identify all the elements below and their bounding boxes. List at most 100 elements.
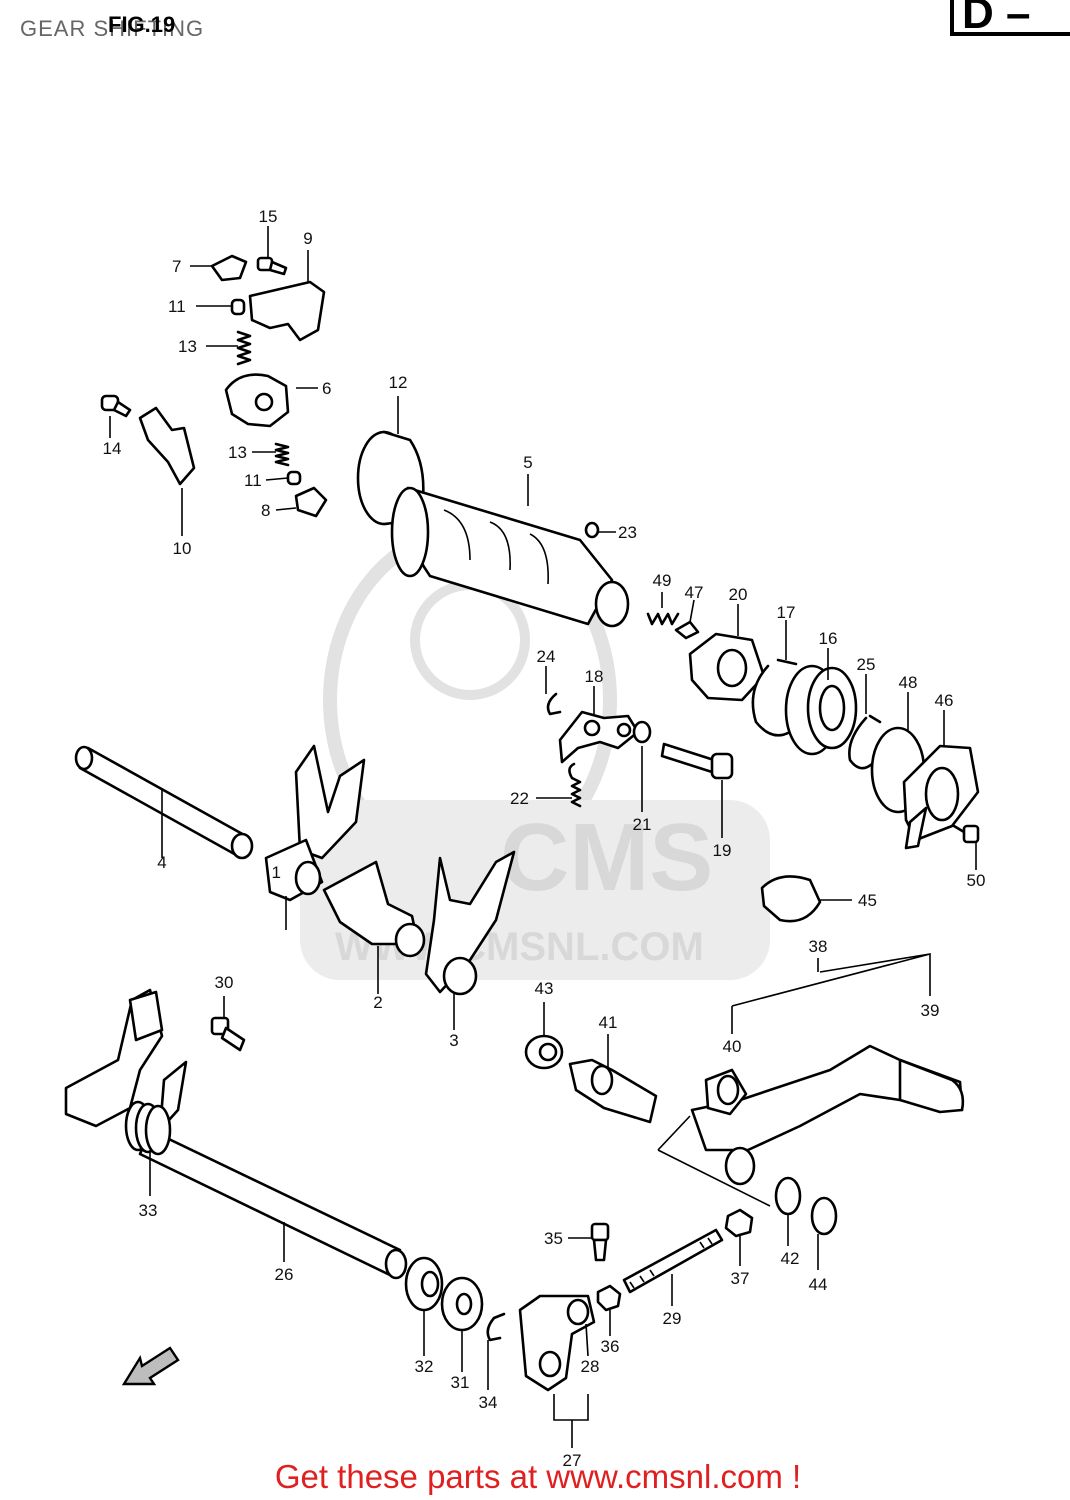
part-41-pivot-bolt [568,1058,658,1124]
callout-9: 9 [303,229,312,248]
part-22-spring [568,762,582,808]
callout-15: 15 [259,207,278,226]
callout-42: 42 [781,1249,800,1268]
part-50-bolt [952,824,980,844]
diagram-title: GEAR SHIFTING [20,16,204,41]
callout-1: 1 [272,863,281,882]
callout-6: 6 [322,379,331,398]
part-4-shaft [74,745,254,860]
part-5-shift-drum [390,486,630,628]
callout-25: 25 [857,655,876,674]
callout-11-a: 11 [168,297,186,316]
part-34-clip [486,1312,506,1342]
callout-labels: 1 2 3 4 5 6 7 8 9 10 11 11 12 13 13 14 1… [103,207,986,1470]
callout-47: 47 [685,583,704,602]
callout-7: 7 [172,257,181,276]
callout-20: 20 [729,585,748,604]
callout-46: 46 [935,691,954,710]
part-31-washer [440,1276,484,1332]
callout-16: 16 [819,629,838,648]
part-20-cam [688,632,766,702]
callout-32: 32 [415,1357,434,1376]
callout-28: 28 [581,1357,600,1376]
callout-26: 26 [275,1265,294,1284]
callout-8: 8 [261,501,270,520]
part-8-stopper [294,486,328,518]
part-44-washer [810,1196,838,1236]
callout-40: 40 [723,1037,742,1056]
watermark-logo: CMS [500,804,713,911]
callout-44: 44 [809,1275,828,1294]
callout-34: 34 [479,1393,498,1412]
part-18-shift-arm [558,710,640,764]
part-2-fork [322,860,426,958]
callout-31: 31 [451,1373,470,1392]
callout-39: 39 [921,1001,940,1020]
part-19-bolt [660,742,734,780]
part-13-spring-b [274,442,290,467]
part-15-bolt [256,256,288,276]
callout-17: 17 [777,603,796,622]
part-1-fork [264,744,366,902]
callout-49: 49 [653,571,672,590]
callout-33: 33 [139,1201,158,1220]
part-37-nut [724,1208,754,1238]
part-36-nut [596,1284,622,1312]
callout-29: 29 [663,1309,682,1328]
part-13-spring-a [236,330,252,366]
part-35-bolt [590,1222,610,1262]
part-28-arm [518,1294,596,1392]
part-45-rubber [760,875,822,923]
part-16-bearing [784,664,858,756]
part-9-plate [248,280,326,342]
part-6-cam [224,373,290,428]
part-7-plate [210,254,248,282]
part-46-plate [902,744,980,850]
callout-11-b: 11 [244,471,262,490]
callout-22: 22 [510,789,529,808]
callout-12: 12 [389,373,408,392]
callout-19: 19 [713,841,732,860]
callout-13-b: 13 [228,443,247,462]
callout-3: 3 [449,1031,458,1050]
part-33-spring [124,1100,172,1156]
part-49-spring [646,612,680,626]
part-40-lever-end [704,1068,748,1116]
callout-14: 14 [103,439,122,458]
section-code: D – [962,0,1030,38]
part-43-nut [524,1034,564,1070]
callout-27: 27 [563,1451,582,1470]
part-29-rod [622,1228,724,1294]
front-arrow-icon [121,1346,180,1386]
part-32-oil-seal [404,1256,444,1312]
section-box: D – [950,0,1070,38]
callout-35: 35 [544,1229,563,1248]
part-39-gearshift-lever [657,1044,965,1207]
part-11-pin-b [286,470,302,486]
part-42-washer [774,1176,802,1216]
part-14-bolt [100,394,132,418]
promo-link[interactable]: Get these parts at www.cmsnl.com ! [275,1458,801,1495]
part-23-pin [584,521,600,539]
callout-48: 48 [899,673,918,692]
part-11-pin-a [230,298,246,316]
callout-38: 38 [809,937,828,956]
callout-23: 23 [618,523,637,542]
callout-30: 30 [215,973,234,992]
callout-41: 41 [599,1013,618,1032]
part-3-fork [424,850,516,996]
callout-37: 37 [731,1269,750,1288]
callout-24: 24 [537,647,556,666]
callout-36: 36 [601,1337,620,1356]
part-10-plate [138,406,196,486]
part-17-ring [751,658,798,737]
callout-18: 18 [585,667,604,686]
callout-2: 2 [373,993,382,1012]
part-47-pin [674,620,700,640]
callout-13-a: 13 [178,337,197,356]
leader-lines [109,226,977,1448]
part-30-bolt [210,1016,246,1052]
callout-4: 4 [157,853,166,872]
callout-10: 10 [173,539,192,558]
